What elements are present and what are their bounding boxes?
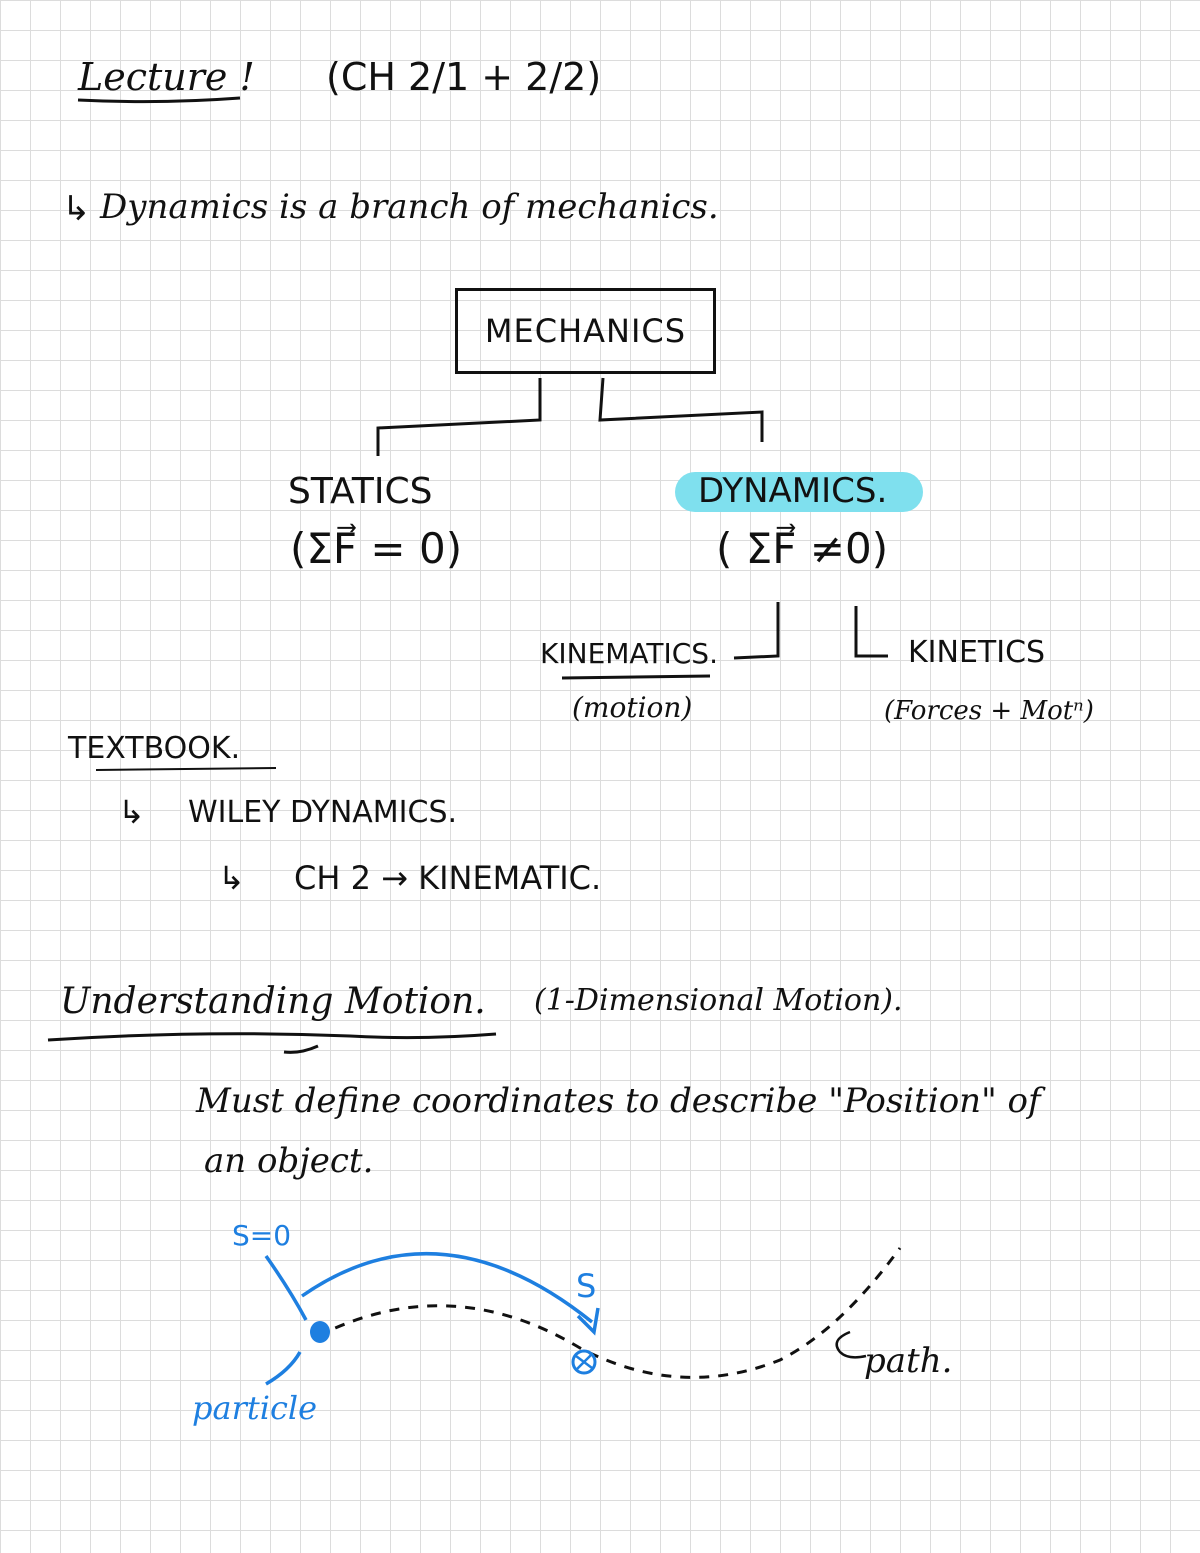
textbook-chapter-note: CH 2 → KINEMATIC.	[294, 859, 602, 897]
lecture-title: Lecture !	[78, 55, 255, 99]
section-underline-tail	[283, 1044, 319, 1054]
particle-pointer	[265, 1351, 302, 1386]
particle-final-position-icon	[571, 1349, 597, 1375]
particle-label: particle	[192, 1389, 318, 1427]
statics-equation: (ΣF⃗ = 0)	[290, 524, 463, 573]
chapter-reference: (CH 2/1 + 2/2)	[326, 55, 602, 99]
kinetics-note: (Forces + Motⁿ)	[884, 696, 1094, 726]
textbook-heading: TEXTBOOK.	[68, 731, 241, 766]
connector-kinematics	[733, 602, 780, 660]
body-text-line-2: an object.	[204, 1141, 374, 1181]
section-underline	[47, 1032, 497, 1042]
path-curve	[317, 1247, 902, 1379]
kinetics-label: KINETICS	[908, 635, 1046, 670]
position-label: S	[576, 1267, 597, 1305]
kinematics-note: (motion)	[572, 691, 693, 724]
mechanics-box: MECHANICS	[455, 288, 716, 374]
particle-final-scribble	[575, 1353, 593, 1371]
kinematics-label: KINEMATICS.	[540, 637, 718, 670]
statics-label: STATICS	[288, 471, 433, 512]
origin-label: S=0	[232, 1219, 292, 1252]
arrow-bullet-icon: ↳	[118, 793, 145, 831]
arrowhead-icon	[576, 1307, 600, 1336]
title-underline	[77, 96, 241, 104]
kinematics-underline	[561, 674, 711, 680]
dynamics-highlight	[675, 472, 923, 512]
dynamics-equation: ( ΣF⃗ ≠0)	[716, 524, 889, 573]
textbook-title: WILEY DYNAMICS.	[188, 795, 458, 830]
origin-pointer	[264, 1254, 308, 1321]
dynamics-label: DYNAMICS.	[698, 471, 888, 511]
particle-dot-icon	[310, 1321, 330, 1343]
connector-right	[598, 377, 764, 442]
mechanics-label: MECHANICS	[484, 312, 687, 350]
connector-left	[376, 378, 542, 456]
arrow-bullet-icon: ↳	[62, 189, 91, 229]
intro-sentence: Dynamics is a branch of mechanics.	[100, 187, 719, 227]
arrow-bullet-icon: ↳	[218, 859, 245, 897]
section-heading: Understanding Motion.	[60, 981, 486, 1022]
connector-kinetics	[854, 606, 888, 658]
body-text-line-1: Must define coordinates to describe "Pos…	[196, 1081, 1041, 1121]
path-pointer	[835, 1330, 867, 1359]
textbook-underline	[95, 767, 277, 771]
section-subheading: (1-Dimensional Motion).	[534, 983, 903, 1018]
path-label: path.	[864, 1341, 953, 1381]
displacement-arrow	[301, 1252, 594, 1324]
